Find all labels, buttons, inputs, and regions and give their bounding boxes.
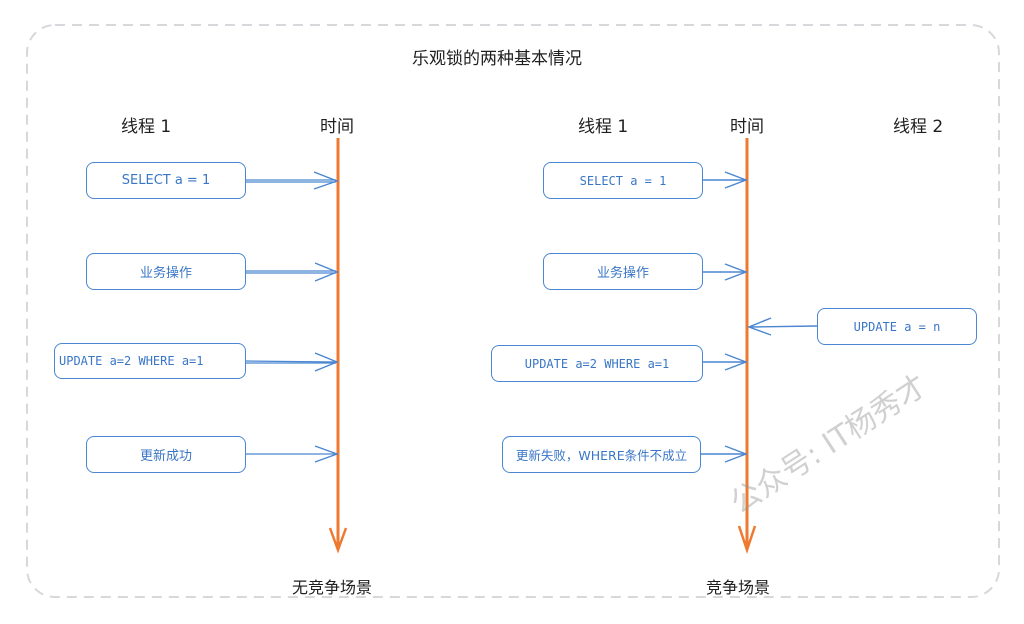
right-scenario-label: 竞争场景 (706, 578, 771, 597)
thread2-step-update: UPDATE a = n (817, 308, 977, 345)
diagram-title: 乐观锁的两种基本情况 (412, 49, 582, 69)
left-arrow-2 (246, 262, 339, 282)
right-step-update: UPDATE a=2 WHERE a=1 (491, 345, 703, 382)
left-step-success: 更新成功 (86, 436, 246, 473)
left-timeline-arrowhead (328, 527, 348, 554)
right-timeline-arrowhead (737, 525, 757, 554)
left-arrow-1 (246, 171, 340, 190)
outer-frame (26, 24, 1000, 598)
left-step-update: UPDATE a=2 WHERE a=1 (54, 343, 246, 379)
right-arrow-2 (703, 263, 748, 281)
right-arrow-1 (703, 171, 748, 189)
left-thread1-label: 线程 1 (121, 117, 172, 137)
right-step-business: 业务操作 (543, 253, 703, 290)
right-step-failed: 更新失败，WHERE条件不成立 (502, 436, 701, 473)
right-arrow-4 (701, 445, 748, 463)
thread2-arrow (747, 317, 818, 336)
left-scenario-label: 无竞争场景 (292, 578, 373, 597)
right-step-select: SELECT a = 1 (543, 162, 703, 199)
right-thread2-label: 线程 2 (893, 117, 944, 137)
left-time-label: 时间 (320, 117, 354, 137)
right-time-label: 时间 (730, 117, 764, 137)
left-arrow-4 (246, 445, 340, 463)
left-step-select: SELECT a = 1 (86, 162, 246, 199)
left-step-business: 业务操作 (86, 253, 246, 290)
right-arrow-3 (703, 353, 748, 371)
right-thread1-label: 线程 1 (578, 117, 629, 137)
left-arrow-3 (245, 352, 339, 372)
